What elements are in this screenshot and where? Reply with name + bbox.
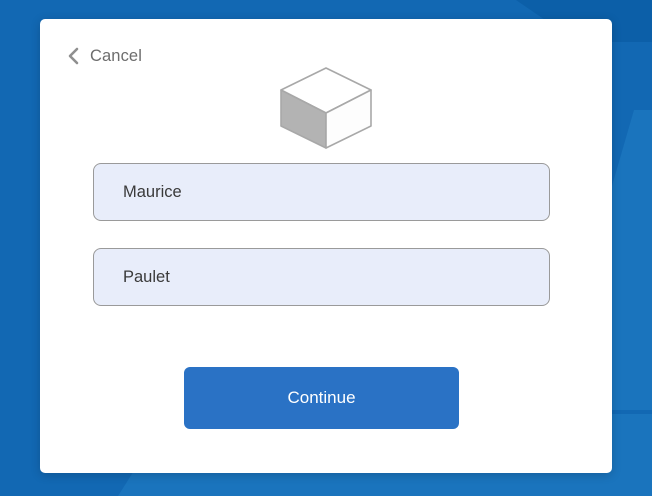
cancel-button[interactable]: Cancel xyxy=(66,46,142,66)
continue-button[interactable]: Continue xyxy=(184,367,459,429)
dialog-card: Cancel Continue xyxy=(40,19,612,473)
chevron-left-icon xyxy=(66,46,80,66)
first-name-field[interactable] xyxy=(93,163,550,221)
logo-container xyxy=(40,66,612,150)
cube-icon xyxy=(279,66,373,150)
cancel-label: Cancel xyxy=(90,46,142,65)
last-name-field[interactable] xyxy=(93,248,550,306)
